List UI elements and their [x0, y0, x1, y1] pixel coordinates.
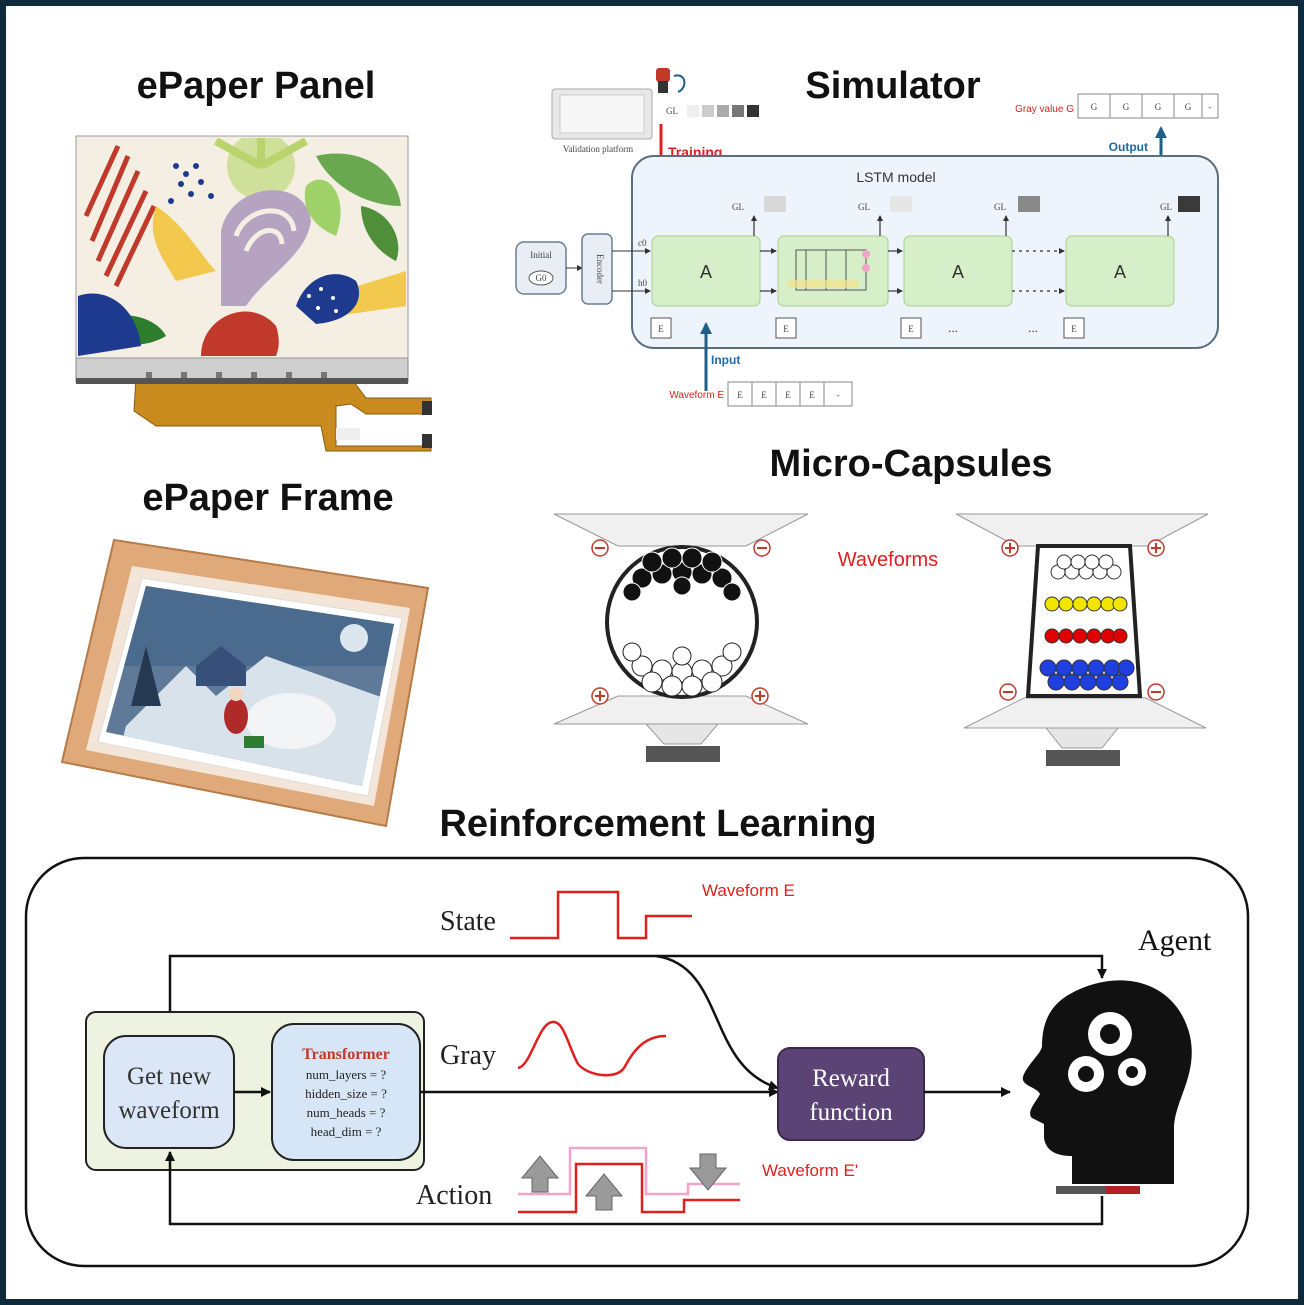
color-capsule — [955, 513, 1209, 766]
lstm-cell: A — [903, 235, 1013, 307]
svg-text:Transformer: Transformer — [302, 1046, 390, 1063]
lstm-cell: A — [651, 235, 761, 307]
plus-electrode-icon — [1001, 539, 1165, 557]
param-head-dim: head_dim = ? — [311, 1124, 382, 1139]
svg-text:G: G — [1155, 102, 1162, 112]
svg-text:waveform: waveform — [118, 1097, 220, 1124]
state-waveform-e-label: Waveform E — [702, 881, 795, 900]
svg-text:GL: GL — [732, 202, 744, 212]
param-num-layers: num_layers = ? — [306, 1067, 386, 1082]
svg-text:h0: h0 — [638, 278, 648, 288]
gray-value-cells: G G G G - — [1077, 93, 1219, 119]
waveforms-label: Waveforms — [838, 549, 938, 571]
svg-text:...: ... — [948, 321, 958, 335]
state-waveform — [510, 890, 692, 940]
e-input-cells: E E E E ... ... — [650, 317, 1085, 339]
gray-scale-swatches — [687, 105, 759, 117]
action-pink-waveform — [518, 1146, 740, 1196]
epaper-panel-image — [75, 135, 432, 452]
reinforcement-learning-diagram: State Waveform E Agent Get new waveform … — [24, 856, 1250, 1268]
epaper-frame-title: ePaper Frame — [142, 477, 393, 519]
lstm-cell-detailed — [777, 235, 889, 307]
gray-value-label: Gray value G — [1015, 104, 1074, 115]
svg-text:E: E — [737, 390, 743, 400]
gray-curve — [517, 1020, 667, 1077]
svg-text:GL: GL — [858, 202, 870, 212]
svg-text:GL: GL — [994, 202, 1006, 212]
gl-label: GL — [666, 106, 678, 116]
input-label: Input — [711, 353, 740, 367]
get-new-waveform-box — [103, 1035, 235, 1149]
svg-text:Encoder: Encoder — [595, 254, 605, 284]
plus-electrode-icon — [591, 687, 769, 705]
micro-capsules-title: Micro-Capsules — [770, 443, 1053, 485]
svg-text:E: E — [761, 390, 767, 400]
svg-text:c0: c0 — [638, 238, 647, 248]
reinforcement-learning-title: Reinforcement Learning — [439, 803, 876, 845]
action-waveform-e-prime-label: Waveform E' — [762, 1161, 858, 1180]
svg-text:A: A — [952, 262, 964, 282]
param-num-heads: num_heads = ? — [307, 1105, 386, 1120]
svg-text:-: - — [1209, 102, 1212, 112]
simulator-diagram: Validation platform GL Training Gray val… — [515, 68, 1219, 407]
svg-text:E: E — [1071, 324, 1077, 334]
reward-function-box — [777, 1047, 925, 1141]
svg-text:E: E — [658, 324, 664, 334]
svg-text:A: A — [700, 262, 712, 282]
svg-text:E: E — [785, 390, 791, 400]
camera-icon — [656, 68, 686, 93]
simulator-title: Simulator — [805, 65, 980, 107]
micro-capsules-diagram: Waveforms — [553, 513, 1209, 766]
action-red-waveform — [518, 1162, 740, 1214]
figure-frame: ePaper Panel Simulator ePaper Frame Micr… — [6, 6, 1298, 1299]
encoder-box — [581, 233, 613, 305]
black-white-capsule — [553, 513, 809, 762]
lstm-cell: A — [1065, 235, 1175, 307]
svg-text:E: E — [809, 390, 815, 400]
svg-text:G0: G0 — [536, 273, 547, 283]
state-label: State — [440, 906, 496, 937]
up-arrow-icon — [584, 1173, 624, 1211]
figure-canvas: ePaper Panel Simulator ePaper Frame Micr… — [24, 65, 1250, 1268]
gl-output-swatches: GL GL GL GL — [732, 196, 1200, 212]
action-label: Action — [416, 1180, 492, 1211]
svg-text:A: A — [1114, 262, 1126, 282]
epaper-frame-image — [60, 538, 430, 828]
svg-text:E: E — [783, 324, 789, 334]
lstm-model-label: LSTM model — [856, 169, 935, 185]
up-arrow-icon — [520, 1155, 560, 1193]
svg-text:...: ... — [1028, 321, 1038, 335]
agent-label: Agent — [1138, 924, 1212, 957]
agent-head-icon — [1022, 980, 1192, 1194]
param-hidden-size: hidden_size = ? — [305, 1086, 387, 1101]
svg-text:E: E — [908, 324, 914, 334]
waveform-e-sim-label: Waveform E — [669, 390, 724, 401]
svg-text:Reward: Reward — [812, 1065, 890, 1092]
svg-text:G: G — [1091, 102, 1098, 112]
output-label: Output — [1109, 140, 1148, 154]
svg-text:Initial: Initial — [530, 250, 552, 260]
svg-text:function: function — [809, 1099, 893, 1126]
validation-platform-label: Validation platform — [563, 144, 633, 154]
svg-text:Get new: Get new — [127, 1063, 211, 1090]
waveform-e-cells: E E E E - — [727, 381, 853, 407]
gray-label: Gray — [440, 1040, 496, 1071]
svg-text:G: G — [1185, 102, 1192, 112]
down-arrow-icon — [688, 1153, 728, 1191]
minus-electrode-icon — [999, 683, 1165, 701]
svg-text:-: - — [837, 390, 840, 400]
epaper-panel-title: ePaper Panel — [137, 65, 376, 107]
svg-text:GL: GL — [1160, 202, 1172, 212]
minus-electrode-icon — [591, 539, 771, 557]
svg-text:G: G — [1123, 102, 1130, 112]
